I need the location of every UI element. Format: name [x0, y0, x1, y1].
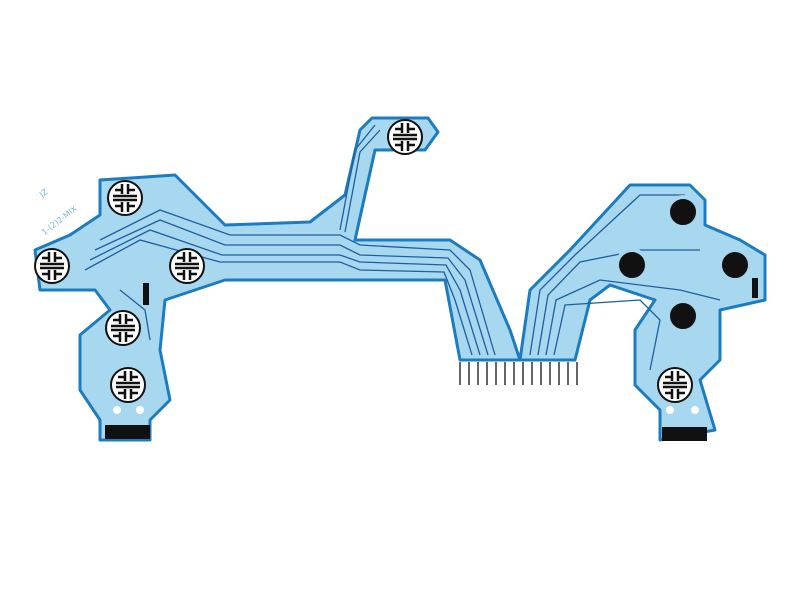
edge-connectors	[105, 278, 758, 441]
pad-icon	[106, 179, 144, 217]
pad-icon	[109, 366, 147, 404]
pad-icon	[656, 366, 694, 404]
pad-icon	[104, 309, 142, 347]
connector-pins	[459, 362, 578, 385]
traces	[84, 124, 721, 371]
left-substrate	[33, 116, 522, 442]
right-substrate	[518, 183, 767, 442]
pad-icon	[33, 247, 71, 285]
round-contacts	[615, 195, 752, 333]
pad-icon	[386, 118, 424, 156]
pad-icon	[168, 247, 206, 285]
